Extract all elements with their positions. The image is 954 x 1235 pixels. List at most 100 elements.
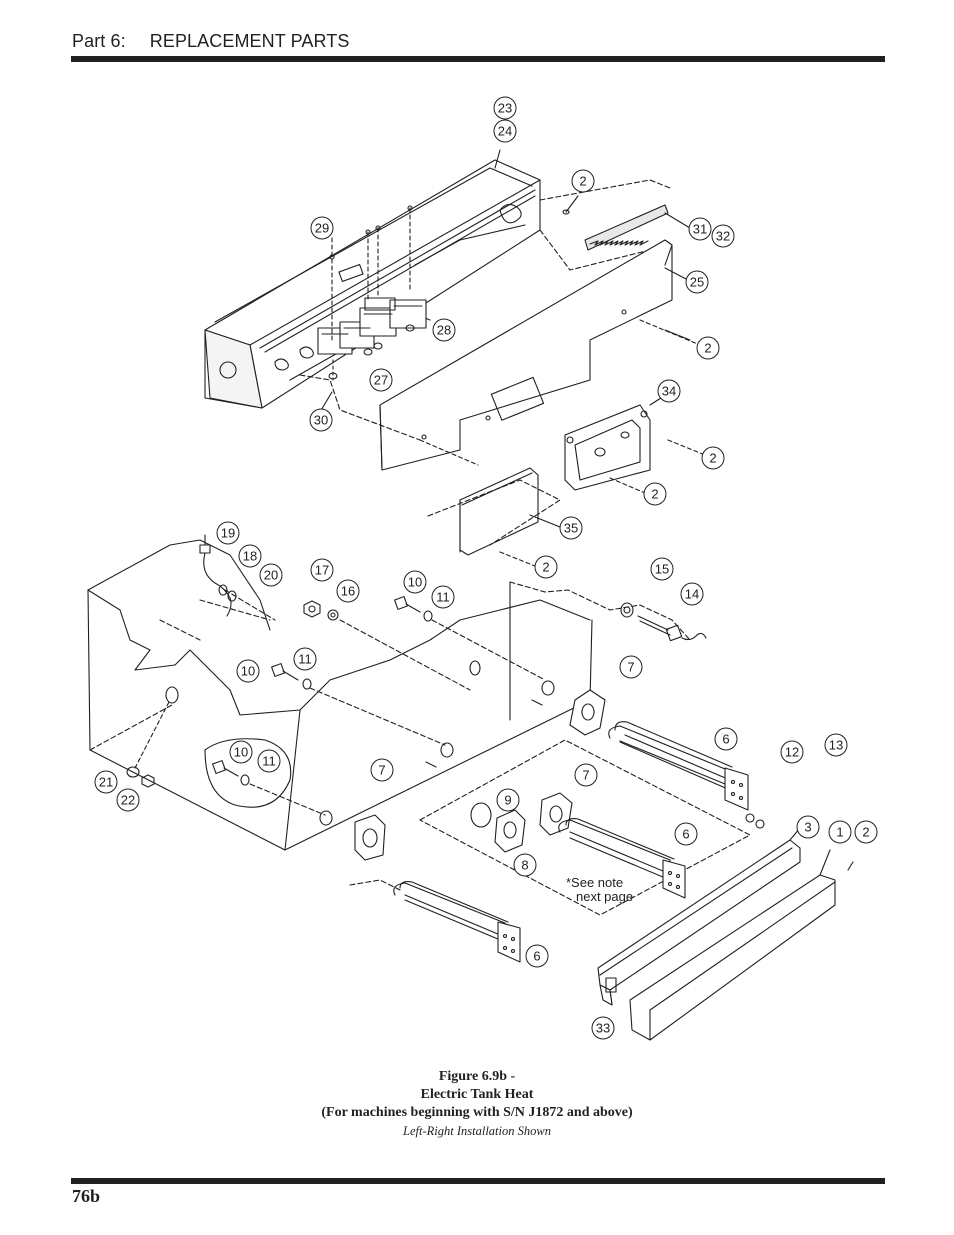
svg-text:7: 7 xyxy=(582,768,589,783)
svg-text:11: 11 xyxy=(262,754,276,769)
svg-text:2: 2 xyxy=(579,174,586,189)
svg-text:1: 1 xyxy=(836,825,843,840)
svg-text:10: 10 xyxy=(234,745,248,760)
callout-17: 17 xyxy=(310,558,334,582)
svg-text:18: 18 xyxy=(243,549,257,564)
callout-23: 23 xyxy=(493,96,517,120)
svg-text:23: 23 xyxy=(498,101,512,116)
svg-text:35: 35 xyxy=(564,521,578,536)
svg-text:8: 8 xyxy=(521,858,528,873)
svg-text:10: 10 xyxy=(408,575,422,590)
callout-28: 28 xyxy=(432,318,456,342)
svg-text:21: 21 xyxy=(99,775,113,790)
callout-15: 15 xyxy=(650,557,674,581)
callout-13: 13 xyxy=(824,733,848,757)
svg-text:6: 6 xyxy=(533,949,540,964)
callout-2: 2 xyxy=(534,555,558,579)
footer-rule xyxy=(71,1178,885,1184)
svg-text:22: 22 xyxy=(121,793,135,808)
see-note-line2: next page xyxy=(576,889,633,904)
callout-25: 25 xyxy=(685,270,709,294)
see-note-line1: *See note xyxy=(566,875,623,890)
callout-10: 10 xyxy=(236,659,260,683)
svg-text:25: 25 xyxy=(690,275,704,290)
svg-text:3: 3 xyxy=(804,820,811,835)
svg-text:20: 20 xyxy=(264,568,278,583)
svg-text:24: 24 xyxy=(498,124,512,139)
callout-6: 6 xyxy=(714,727,738,751)
figure-number: Figure 6.9b - xyxy=(438,1069,516,1084)
callout-7: 7 xyxy=(370,758,394,782)
callout-1: 1 xyxy=(828,820,852,844)
page-header: Part 6:REPLACEMENT PARTS xyxy=(72,31,350,52)
svg-text:14: 14 xyxy=(685,587,699,602)
callout-29: 29 xyxy=(310,216,334,240)
svg-text:10: 10 xyxy=(241,664,255,679)
svg-text:33: 33 xyxy=(596,1021,610,1036)
svg-text:27: 27 xyxy=(374,373,388,388)
callout-10: 10 xyxy=(403,570,427,594)
svg-text:6: 6 xyxy=(722,732,729,747)
figure-note: Left-Right Installation Shown xyxy=(403,1124,551,1138)
tank-body-drawing xyxy=(87,534,707,851)
callout-22: 22 xyxy=(116,788,140,812)
svg-text:13: 13 xyxy=(829,738,843,753)
svg-text:7: 7 xyxy=(627,660,634,675)
page-number: 76b xyxy=(72,1186,101,1206)
callout-7: 7 xyxy=(574,763,598,787)
callout-16: 16 xyxy=(336,579,360,603)
svg-text:9: 9 xyxy=(504,793,511,808)
figure-title: Electric Tank Heat xyxy=(420,1087,534,1102)
callout-35: 35 xyxy=(559,516,583,540)
callout-33: 33 xyxy=(591,1016,615,1040)
control-box-drawing xyxy=(204,149,706,567)
svg-text:31: 31 xyxy=(693,222,707,237)
section-title: REPLACEMENT PARTS xyxy=(149,31,350,51)
callout-6: 6 xyxy=(525,944,549,968)
svg-text:2: 2 xyxy=(862,825,869,840)
callout-31: 31 xyxy=(688,217,712,241)
callout-3: 3 xyxy=(796,815,820,839)
callout-32: 32 xyxy=(711,224,735,248)
figure-caption: Figure 6.9b - Electric Tank Heat (For ma… xyxy=(0,1068,954,1139)
svg-text:29: 29 xyxy=(315,221,329,236)
figure-subtitle: (For machines beginning with S/N J1872 a… xyxy=(321,1105,633,1120)
callout-19: 19 xyxy=(216,521,240,545)
callout-10: 10 xyxy=(229,740,253,764)
svg-text:17: 17 xyxy=(315,563,329,578)
svg-text:19: 19 xyxy=(221,526,235,541)
svg-text:16: 16 xyxy=(341,584,355,599)
svg-text:15: 15 xyxy=(655,562,669,577)
callout-2: 2 xyxy=(571,169,595,193)
callout-7: 7 xyxy=(619,655,643,679)
callout-11: 11 xyxy=(257,749,281,773)
callout-6: 6 xyxy=(674,822,698,846)
svg-text:32: 32 xyxy=(716,229,730,244)
svg-text:6: 6 xyxy=(682,827,689,842)
header-rule xyxy=(71,56,885,62)
heating-elements-drawing xyxy=(349,689,854,1041)
svg-text:11: 11 xyxy=(298,652,312,667)
svg-text:34: 34 xyxy=(662,384,676,399)
callout-34: 34 xyxy=(657,379,681,403)
callout-27: 27 xyxy=(369,368,393,392)
callout-9: 9 xyxy=(496,788,520,812)
svg-text:2: 2 xyxy=(542,560,549,575)
callout-30: 30 xyxy=(309,408,333,432)
callout-11: 11 xyxy=(293,647,317,671)
callout-14: 14 xyxy=(680,582,704,606)
callout-2: 2 xyxy=(701,446,725,470)
svg-text:12: 12 xyxy=(785,745,799,760)
callout-8: 8 xyxy=(513,853,537,877)
svg-text:11: 11 xyxy=(436,590,450,605)
svg-text:2: 2 xyxy=(704,341,711,356)
svg-text:2: 2 xyxy=(651,487,658,502)
svg-text:7: 7 xyxy=(378,763,385,778)
callout-20: 20 xyxy=(259,563,283,587)
callout-2: 2 xyxy=(696,336,720,360)
svg-text:30: 30 xyxy=(314,413,328,428)
callout-18: 18 xyxy=(238,544,262,568)
callout-2: 2 xyxy=(643,482,667,506)
callout-12: 12 xyxy=(780,740,804,764)
